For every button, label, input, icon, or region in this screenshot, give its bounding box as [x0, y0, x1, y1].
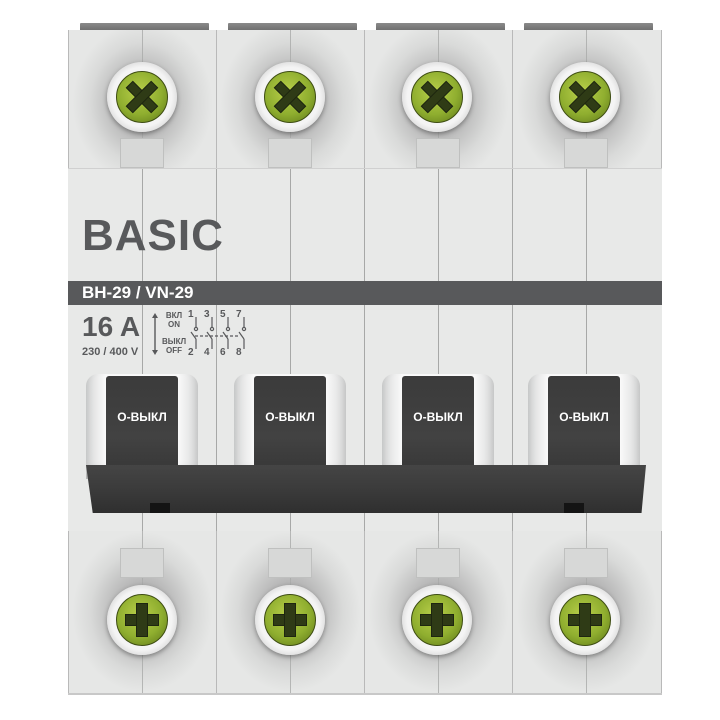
lever-label: O-ВЫКЛ: [413, 410, 463, 424]
toggle-lever-3[interactable]: O-ВЫКЛ: [402, 376, 474, 479]
top-terminal-block: [68, 30, 662, 170]
voltage-rating: 230 / 400 V: [82, 346, 139, 358]
terminal-number: 4: [204, 347, 210, 358]
model-label: ВН-29 / VN-29: [82, 283, 194, 302]
seam: [364, 169, 365, 534]
terminal-tab: [416, 548, 460, 578]
toggle-lever-4[interactable]: O-ВЫКЛ: [548, 376, 620, 479]
terminal-tab: [268, 138, 312, 168]
terminal-screw-5[interactable]: [402, 62, 472, 132]
terminal-tab: [564, 548, 608, 578]
screw-icon: [116, 71, 168, 123]
terminal-number: 7: [236, 309, 242, 320]
bottom-terminal-block: [68, 531, 662, 695]
screw-icon: [264, 71, 316, 123]
terminal-tab: [564, 138, 608, 168]
tie-bar-notch: [150, 503, 170, 513]
lever-frame: O-ВЫКЛ: [86, 374, 198, 479]
screw-icon: [411, 71, 463, 123]
front-panel: BASIC ВН-29 / VN-29 16 A 230 / 400 V ВКЛ…: [68, 168, 662, 535]
terminal-tab: [120, 138, 164, 168]
seam: [142, 169, 143, 534]
switch-contacts-icon: [190, 317, 247, 349]
terminal-screw-6[interactable]: [402, 585, 472, 655]
terminal-tab: [416, 138, 460, 168]
terminal-number: 6: [220, 347, 226, 358]
current-rating: 16 A: [82, 311, 141, 342]
toggle-lever-1[interactable]: O-ВЫКЛ: [106, 376, 178, 479]
brand-logo: BASIC: [82, 211, 224, 260]
terminal-screw-8[interactable]: [550, 585, 620, 655]
four-pole-switch: BASIC ВН-29 / VN-29 16 A 230 / 400 V ВКЛ…: [68, 23, 662, 695]
screw-icon: [559, 594, 611, 646]
up-down-arrow-icon: [152, 313, 158, 355]
on-label-en: ON: [168, 320, 180, 329]
screw-icon: [411, 594, 463, 646]
lever-frame: O-ВЫКЛ: [382, 374, 494, 479]
terminal-screw-1[interactable]: [107, 62, 177, 132]
lever-frame: O-ВЫКЛ: [234, 374, 346, 479]
seam: [216, 169, 217, 534]
seam: [512, 169, 513, 534]
lever-tie-bar[interactable]: [86, 465, 646, 513]
seam: [586, 169, 587, 534]
terminal-screw-4[interactable]: [255, 585, 325, 655]
seam: [438, 169, 439, 534]
top-cap: [228, 23, 357, 31]
on-label-ru: ВКЛ: [165, 311, 183, 320]
terminal-number: 5: [220, 309, 226, 320]
lever-frame: O-ВЫКЛ: [528, 374, 640, 479]
terminal-number: 2: [188, 347, 194, 358]
terminal-screw-7[interactable]: [550, 62, 620, 132]
screw-icon: [264, 594, 316, 646]
terminal-number: 3: [204, 309, 210, 320]
terminal-number: 1: [188, 309, 194, 320]
terminal-tab: [268, 548, 312, 578]
off-label-en: OFF: [166, 346, 182, 355]
top-cap: [80, 23, 209, 31]
terminal-screw-2[interactable]: [107, 585, 177, 655]
off-label-ru: ВЫКЛ: [162, 337, 187, 346]
top-cap: [524, 23, 653, 31]
terminal-tab: [120, 548, 164, 578]
screw-icon: [116, 594, 168, 646]
top-cap: [376, 23, 505, 31]
terminal-number: 8: [236, 347, 242, 358]
screw-icon: [559, 71, 611, 123]
lever-label: O-ВЫКЛ: [117, 410, 167, 424]
toggle-lever-2[interactable]: O-ВЫКЛ: [254, 376, 326, 479]
model-band: ВН-29 / VN-29: [68, 281, 662, 305]
terminal-screw-3[interactable]: [255, 62, 325, 132]
lever-label: O-ВЫКЛ: [559, 410, 609, 424]
seam: [290, 169, 291, 534]
tie-bar-notch: [564, 503, 584, 513]
lever-label: O-ВЫКЛ: [265, 410, 315, 424]
